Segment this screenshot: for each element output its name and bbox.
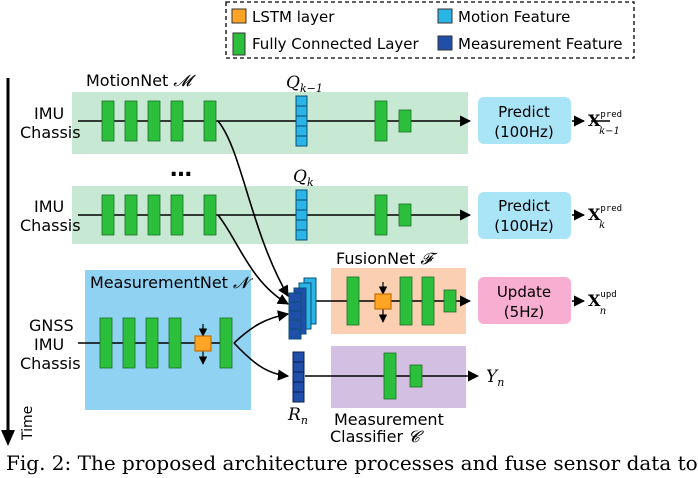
fc-layer xyxy=(374,100,388,142)
fusionnet-title: FusionNet 𝓕 xyxy=(336,249,438,268)
ellipsis: … xyxy=(170,157,192,182)
fc-layer xyxy=(147,100,161,142)
legend-measurement-label: Measurement Feature xyxy=(458,35,622,53)
y-n-label: Yn xyxy=(486,367,504,389)
fc-layer xyxy=(124,194,138,236)
fc-layer xyxy=(443,289,457,313)
fc-layer xyxy=(168,317,182,369)
input-chassis-1: Chassis xyxy=(20,123,81,142)
fc-layer xyxy=(203,100,217,142)
legend-fc-label: Fully Connected Layer xyxy=(252,35,419,53)
q-prev-label: Qk−1 xyxy=(286,73,323,95)
fc-layer xyxy=(122,317,136,369)
predict-block-2: Predict (100Hz) xyxy=(478,192,571,239)
motion-feature-q-k xyxy=(295,189,308,241)
q-k-label: Qk xyxy=(293,167,314,189)
fc-layer xyxy=(170,100,184,142)
fc-layer xyxy=(398,109,412,133)
fc-layer xyxy=(409,364,423,388)
classifier-panel xyxy=(331,346,466,408)
fc-layer xyxy=(374,194,388,236)
input-chassis-2: Chassis xyxy=(20,216,81,235)
fc-layers xyxy=(99,100,457,400)
fc-layer xyxy=(398,203,412,227)
legend-lstm-swatch xyxy=(231,8,247,24)
fc-layer xyxy=(203,194,217,236)
time-axis: Time xyxy=(1,78,36,446)
motionnet-title: MotionNet 𝓜 xyxy=(86,71,196,90)
time-label: Time xyxy=(20,406,36,441)
input-chassis-3: Chassis xyxy=(20,354,81,373)
measurementnet-title: MeasurementNet 𝓝 xyxy=(90,273,254,292)
svg-text:Update: Update xyxy=(497,283,551,301)
input-imu-2: IMU xyxy=(34,197,64,216)
fc-layer xyxy=(399,276,413,326)
svg-text:(100Hz): (100Hz) xyxy=(494,123,554,141)
fc-layer xyxy=(145,317,159,369)
fc-layer xyxy=(383,352,397,400)
figure-caption: Fig. 2: The proposed architecture proces… xyxy=(6,451,698,475)
input-gnss: GNSS xyxy=(29,316,74,335)
fc-layer xyxy=(421,276,435,326)
stacked-features xyxy=(288,277,317,340)
legend: LSTM layer Motion Feature Fully Connecte… xyxy=(225,1,635,59)
legend-fc-swatch xyxy=(232,32,246,56)
input-imu-3: IMU xyxy=(34,335,64,354)
legend-measurement-swatch xyxy=(437,35,453,51)
fc-layer xyxy=(170,194,184,236)
predict-block-1: Predict (100Hz) xyxy=(478,97,571,144)
fc-layer xyxy=(101,100,115,142)
r-n-label: Rn xyxy=(287,405,308,427)
lstm-layer xyxy=(194,335,212,352)
fc-layer xyxy=(99,317,113,369)
motion-feature-q-prev xyxy=(295,95,308,147)
input-imu-1: IMU xyxy=(34,104,64,123)
svg-text:(5Hz): (5Hz) xyxy=(504,303,544,321)
fc-layer xyxy=(346,276,360,326)
classifier-title-1: Measurement xyxy=(334,410,444,429)
legend-motion-swatch xyxy=(437,8,453,24)
legend-lstm-label: LSTM layer xyxy=(252,8,335,26)
fc-layer xyxy=(219,317,233,369)
fc-layer xyxy=(124,100,138,142)
lstm-layer xyxy=(374,293,392,310)
svg-text:Predict: Predict xyxy=(498,197,550,215)
svg-text:Predict: Predict xyxy=(498,103,550,121)
lstm-layers xyxy=(194,282,392,365)
classifier-title-2: Classifier 𝓒 xyxy=(330,427,424,446)
architecture-diagram: LSTM layer Motion Feature Fully Connecte… xyxy=(1,1,635,446)
fc-layer xyxy=(101,194,115,236)
fc-layer xyxy=(147,194,161,236)
legend-motion-label: Motion Feature xyxy=(458,8,570,26)
measurement-feature-r-n xyxy=(292,351,305,403)
update-block: Update (5Hz) xyxy=(478,277,571,324)
output-arrows xyxy=(572,115,586,307)
svg-text:(100Hz): (100Hz) xyxy=(494,217,554,235)
